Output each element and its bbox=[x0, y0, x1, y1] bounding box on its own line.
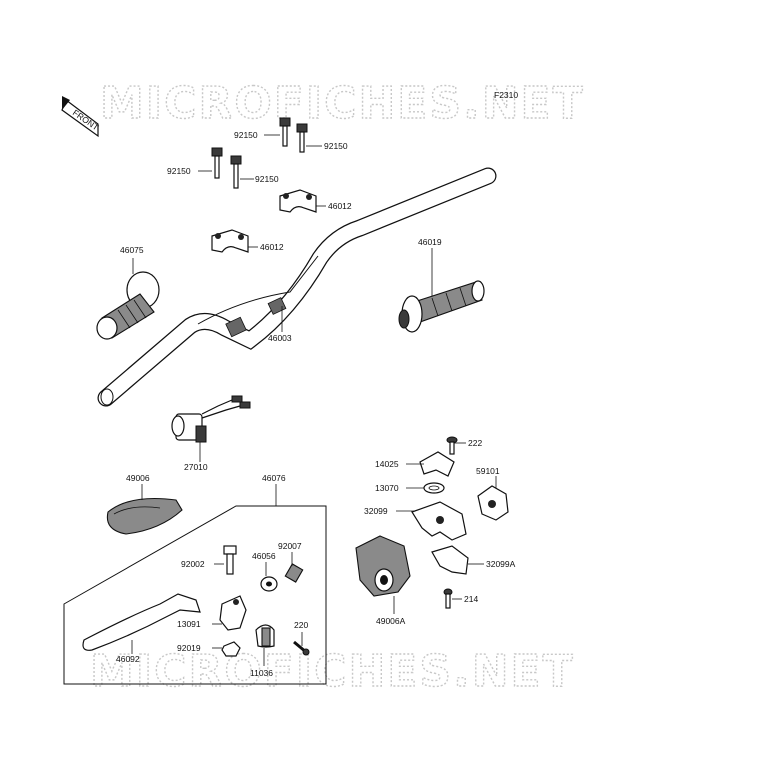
label-14025: 14025 bbox=[375, 459, 399, 469]
switch-27010 bbox=[171, 395, 251, 443]
bolt-92150-a bbox=[279, 117, 291, 147]
label-46056: 46056 bbox=[252, 551, 276, 561]
label-27010: 27010 bbox=[184, 462, 208, 472]
screw-222 bbox=[446, 436, 458, 455]
watermark-bottom: MICROFICHES.NET bbox=[90, 646, 575, 697]
switch-59101 bbox=[477, 485, 509, 521]
label-46012-a: 46012 bbox=[328, 201, 352, 211]
label-49006A: 49006A bbox=[376, 616, 406, 626]
label-32099: 32099 bbox=[364, 506, 388, 516]
clamp-46012-b bbox=[211, 229, 249, 253]
bracket-14025 bbox=[419, 451, 455, 477]
handlebar-46003 bbox=[97, 167, 497, 407]
lever-46092 bbox=[82, 593, 201, 651]
label-46019: 46019 bbox=[418, 237, 442, 247]
screw-220 bbox=[293, 640, 310, 656]
leader-lines bbox=[131, 134, 497, 666]
bolt-92002 bbox=[223, 545, 237, 575]
label-220: 220 bbox=[294, 620, 308, 630]
housing-32099 bbox=[411, 501, 467, 541]
label-92002: 92002 bbox=[181, 559, 205, 569]
label-92150-a: 92150 bbox=[234, 130, 258, 140]
label-92019: 92019 bbox=[177, 643, 201, 653]
holder-13091 bbox=[219, 595, 247, 631]
label-13070: 13070 bbox=[375, 483, 399, 493]
label-46003: 46003 bbox=[268, 333, 292, 343]
label-214: 214 bbox=[464, 594, 478, 604]
label-11036: 11036 bbox=[250, 668, 273, 678]
clamp-11036 bbox=[255, 624, 275, 648]
label-49006: 49006 bbox=[126, 473, 150, 483]
bolt-92150-c bbox=[211, 147, 223, 179]
adjuster-92007 bbox=[284, 563, 304, 583]
guard-49006 bbox=[106, 497, 183, 535]
ring-13070 bbox=[423, 482, 445, 494]
figure-code: F2310 bbox=[494, 90, 518, 100]
label-92150-c: 92150 bbox=[167, 166, 191, 176]
watermark-top: MICROFICHES.NET bbox=[100, 78, 585, 129]
label-32099A: 32099A bbox=[486, 559, 516, 569]
cover-49006A bbox=[355, 535, 411, 597]
spacer-46056 bbox=[260, 576, 278, 592]
label-46012-b: 46012 bbox=[260, 242, 284, 252]
label-92007: 92007 bbox=[278, 541, 302, 551]
label-92150-b: 92150 bbox=[324, 141, 348, 151]
assembly-box-46076 bbox=[63, 505, 327, 685]
grip-46019 bbox=[398, 280, 485, 333]
nut-92019 bbox=[221, 641, 241, 657]
label-13091: 13091 bbox=[177, 619, 201, 629]
bolt-92150-b bbox=[296, 123, 308, 153]
label-46092: 46092 bbox=[116, 654, 140, 664]
label-46075: 46075 bbox=[120, 245, 144, 255]
bolt-92150-d bbox=[230, 155, 242, 189]
clamp-46012-a bbox=[279, 189, 317, 213]
label-46076: 46076 bbox=[262, 473, 286, 483]
label-222: 222 bbox=[468, 438, 482, 448]
grip-46075 bbox=[96, 271, 160, 340]
screw-214 bbox=[443, 588, 453, 609]
label-59101: 59101 bbox=[476, 466, 500, 476]
housing-32099A bbox=[431, 545, 469, 575]
label-92150-d: 92150 bbox=[255, 174, 279, 184]
front-arrow-icon: FRONT bbox=[61, 96, 101, 138]
